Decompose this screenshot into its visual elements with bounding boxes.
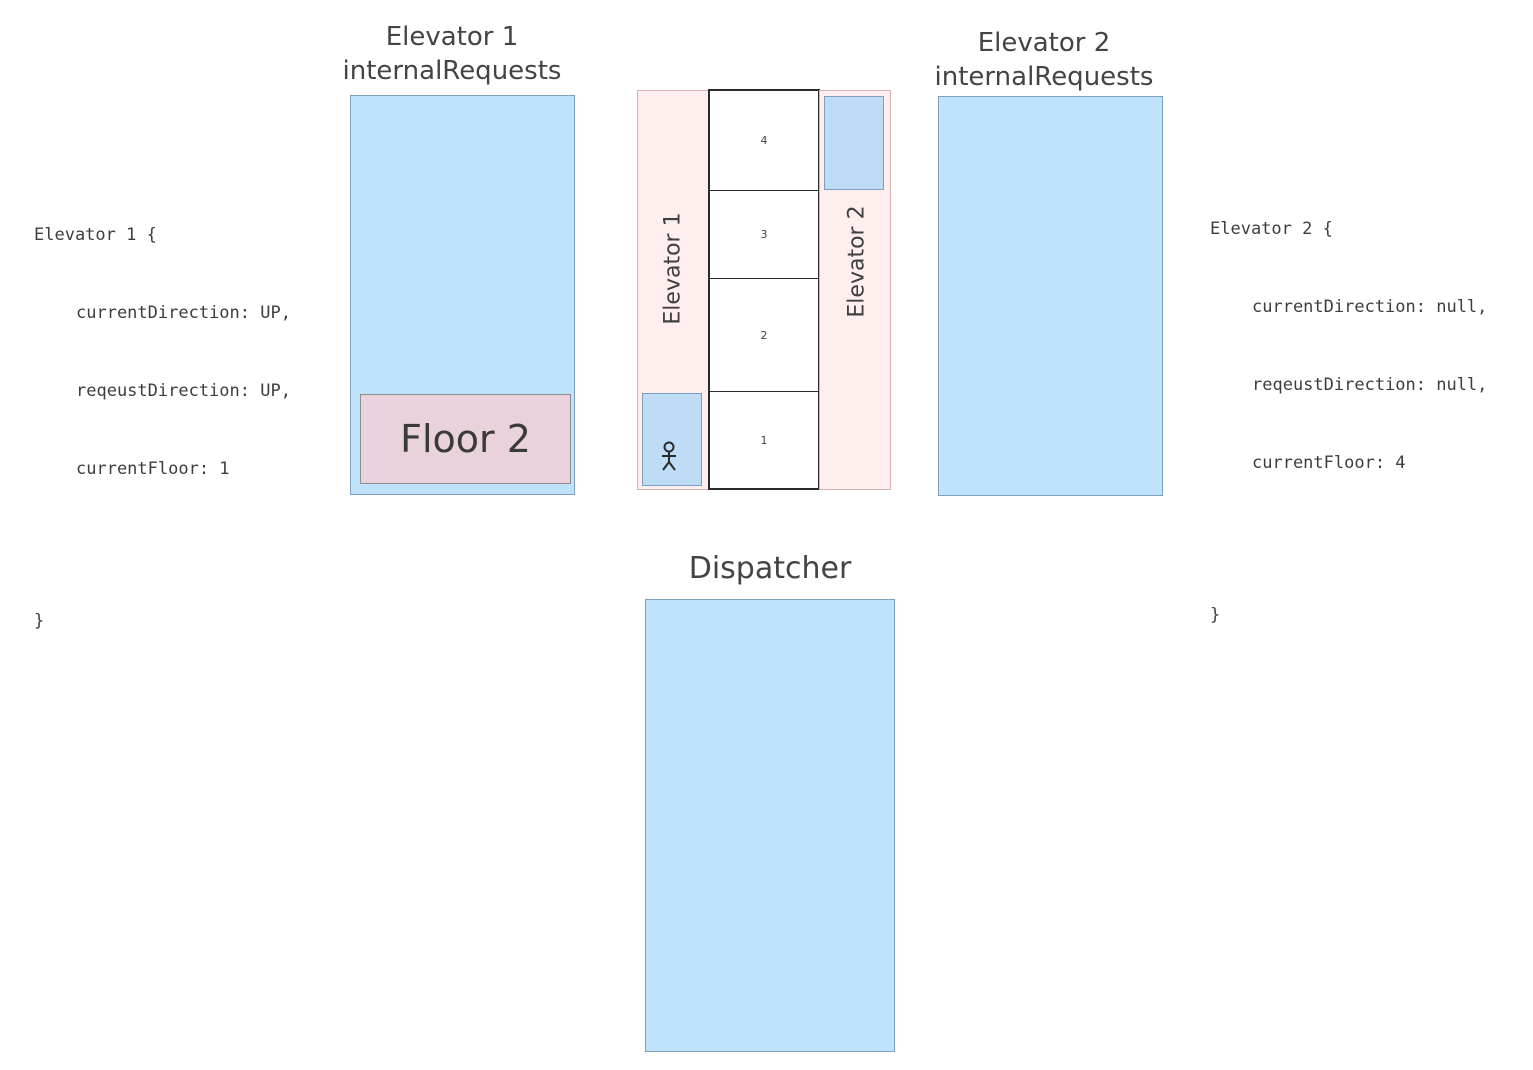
elevator1-queue-title-line2: internalRequests	[342, 56, 562, 86]
elevator1-request-item: Floor 2	[360, 394, 571, 484]
dispatcher-title: Dispatcher	[688, 551, 852, 586]
elevator1-current-floor: currentFloor: 1	[76, 459, 230, 479]
stick-figure-icon	[662, 441, 676, 471]
floor-1-label: 1	[760, 433, 768, 447]
floor-3: 3	[710, 191, 818, 279]
elevator2-state-close: }	[1210, 605, 1221, 625]
building-floors: 4 3 2 1	[708, 89, 820, 490]
elevator2-car	[824, 96, 884, 190]
elevator1-state-open: Elevator 1 {	[34, 225, 157, 245]
elevator1-shaft: Elevator 1	[637, 90, 709, 490]
elevator1-queue-title-line1: Elevator 1	[385, 22, 519, 52]
elevator1-car	[642, 393, 702, 486]
elevator1-state: Elevator 1 { currentDirection: UP, reqeu…	[34, 170, 291, 660]
elevator1-request-label: Floor 2	[400, 417, 531, 461]
elevator1-internal-requests: Floor 2	[350, 95, 575, 495]
elevator2-state-open: Elevator 2 {	[1210, 219, 1333, 239]
elevator2-shaft: Elevator 2	[819, 90, 891, 490]
elevator2-current-floor: currentFloor: 4	[1252, 453, 1406, 473]
elevator2-request-direction: reqeustDirection: null,	[1252, 375, 1488, 395]
floor-4-label: 4	[760, 134, 768, 147]
dispatcher-box	[645, 599, 895, 1052]
elevator2-shaft-label: Elevator 2	[844, 205, 870, 318]
elevator2-queue-title: Elevator 2 internalRequests	[932, 26, 1156, 94]
floor-2: 2	[710, 279, 818, 392]
elevator1-current-direction: currentDirection: UP,	[76, 303, 291, 323]
elevator1-request-direction: reqeustDirection: UP,	[76, 381, 291, 401]
floor-4: 4	[710, 91, 818, 191]
elevator2-queue-title-line2: internalRequests	[934, 62, 1154, 92]
elevator2-current-direction: currentDirection: null,	[1252, 297, 1488, 317]
elevator1-state-close: }	[34, 611, 45, 631]
elevator2-queue-title-line1: Elevator 2	[977, 28, 1111, 58]
elevator1-shaft-label: Elevator 1	[660, 212, 686, 325]
floor-3-label: 3	[760, 228, 768, 241]
elevator2-state: Elevator 2 { currentDirection: null, req…	[1210, 164, 1487, 654]
elevator2-internal-requests	[938, 96, 1163, 496]
floor-1: 1	[710, 392, 818, 488]
floor-2-label: 2	[760, 328, 768, 342]
elevator1-queue-title: Elevator 1 internalRequests	[340, 20, 564, 88]
